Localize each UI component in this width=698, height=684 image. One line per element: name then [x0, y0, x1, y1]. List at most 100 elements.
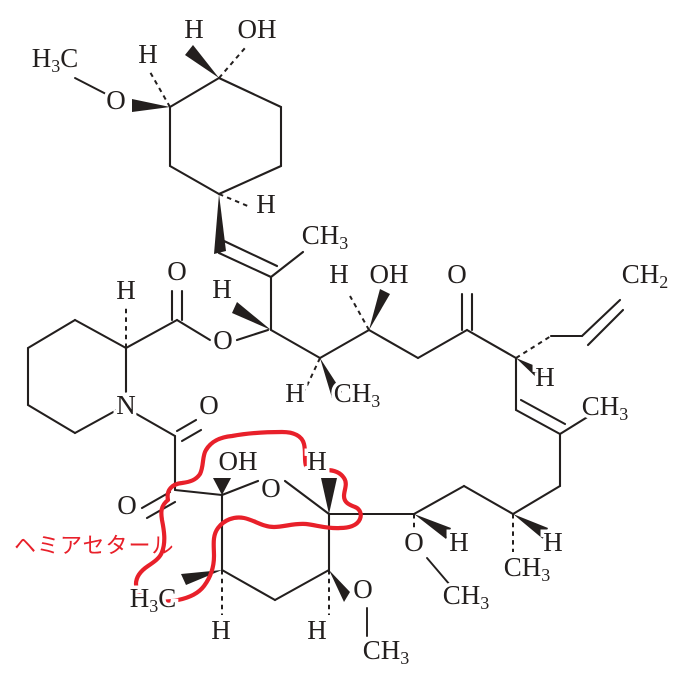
- alkene-c19-c20: [514, 356, 591, 488]
- hydrogen-cyclohexane-c29-halo: H: [256, 189, 276, 219]
- methyl-c27-vinyl-halo: CH3: [302, 220, 349, 253]
- methyl-c19-halo: CH3: [582, 391, 629, 424]
- ketone-carbonyl-oxygen-c8: OO: [114, 487, 141, 524]
- methyl-c25-text: CH3: [334, 378, 381, 411]
- ketone-carbonyl-oxygen-c8-halo: O: [117, 490, 137, 520]
- hydrogen-piperidine-c2: HH: [113, 272, 140, 309]
- ketone-carbonyl-oxygen-c8-text: O: [117, 490, 137, 520]
- methoxy-top-left-group: [74, 77, 170, 112]
- cyclohexane-ring: [168, 76, 283, 196]
- methoxy-oxygen-top-left: OO: [103, 82, 130, 119]
- hydrogen-cyclohexane-c32-halo: H: [184, 14, 204, 44]
- hash-bond-h-c24: [349, 295, 370, 331]
- hydrogen-c21-text: H: [535, 362, 555, 392]
- methyl-c15-methoxy-halo: CH3: [443, 580, 490, 613]
- hydrogen-c14-halo: H: [307, 446, 327, 476]
- hydrogen-c24-text: H: [329, 259, 349, 289]
- hydrogen-c15-text: H: [449, 527, 469, 557]
- methoxy-oxygen-c15-halo: O: [404, 527, 424, 557]
- amide-carbonyl-oxygen-text: O: [199, 390, 219, 420]
- methoxy-oxygen-c13-halo: O: [353, 574, 373, 604]
- piperidine-nitrogen-text: N: [116, 390, 136, 420]
- hemiacetal-hydroxyl-halo: OH: [219, 446, 258, 476]
- hydrogen-c15: HH: [446, 524, 473, 561]
- hydrogen-c14: HH: [304, 443, 331, 480]
- hydrogen-c13: HH: [304, 612, 331, 649]
- macrolactone-backbone-upper: [269, 328, 469, 360]
- hydrogen-c13-halo: H: [307, 615, 327, 645]
- ketone-carbonyl-oxygen-c22: OO: [444, 256, 471, 293]
- wedge-bond-h-c32: [185, 45, 219, 78]
- wedge-bond-oh-c24: [369, 289, 390, 330]
- hydrogen-cyclohexane-c32-text: H: [184, 14, 204, 44]
- hydrogen-piperidine-c2-text: H: [116, 275, 136, 305]
- hemiacetal-annotation-label: ヘミアセタール: [14, 534, 175, 559]
- amide-carbonyl-oxygen: OO: [196, 387, 223, 424]
- hydrogen-c25-text: H: [285, 378, 305, 408]
- methyl-c25-halo: CH3: [334, 378, 381, 411]
- methoxy-oxygen-c15: OO: [401, 524, 428, 561]
- wedge-bond-methyl-c25: [320, 358, 342, 398]
- hydrogen-piperidine-c2-halo: H: [116, 275, 136, 305]
- pyran-ring-oxygen: OO: [258, 470, 285, 507]
- wedge-bond-methyl-c11: [181, 570, 222, 585]
- methyl-c19-text: CH3: [582, 391, 629, 424]
- hash-bond-oh-c32: [218, 47, 246, 79]
- hydrogen-cyclohexane-c31-text: H: [138, 39, 158, 69]
- methyl-c17-text: CH3: [504, 552, 551, 585]
- methoxy-oxygen-c13: OO: [350, 571, 377, 608]
- wedge-bond-h-c26: [232, 302, 271, 330]
- hash-bond-h-c31: [149, 71, 171, 108]
- methoxy-oxygen-top-left-text: O: [106, 85, 126, 115]
- hydrogen-c21: HH: [532, 359, 559, 396]
- ester-carbonyl-oxygen: OO: [164, 253, 191, 290]
- hydrogen-cyclohexane-c31-halo: H: [138, 39, 158, 69]
- hydrogen-c14-text: H: [307, 446, 327, 476]
- piperidine-nitrogen: NN: [113, 387, 140, 424]
- hemiacetal-hydroxyl-text: OH: [219, 446, 258, 476]
- methyl-label-top-left-halo: H3C: [32, 43, 79, 76]
- wedge-bond-h-c14: [321, 478, 337, 514]
- hydrogen-c17-halo: H: [543, 527, 563, 557]
- hydrogen-c11: HH: [208, 612, 235, 649]
- hydrogen-c11-text: H: [211, 615, 231, 645]
- ketone-c22: [460, 292, 518, 360]
- hydrogen-cyclohexane-c31: HH: [135, 36, 162, 73]
- methyl-c17-halo: CH3: [504, 552, 551, 585]
- methyl-c11-halo: H3C: [130, 583, 177, 616]
- hydrogen-c17: HH: [540, 524, 567, 561]
- methoxy-c15-link: [426, 557, 451, 586]
- ester-group: [124, 289, 270, 350]
- hydrogen-c17-text: H: [543, 527, 563, 557]
- hydroxyl-c24-text: OH: [370, 259, 409, 289]
- hydrogen-cyclohexane-c29: HH: [253, 186, 280, 223]
- methyl-c13-methoxy-text: CH3: [363, 635, 410, 668]
- hydrogen-c26-text: H: [212, 274, 232, 304]
- hydrogen-c21-halo: H: [535, 362, 555, 392]
- piperidine-nitrogen-halo: N: [116, 390, 136, 420]
- wedge-bond-methoxy: [132, 99, 170, 112]
- hydroxyl-cyclohexane-c32-halo: OH: [238, 14, 277, 44]
- hydrogen-c26-halo: H: [212, 274, 232, 304]
- methyl-c11-text: H3C: [130, 583, 177, 616]
- hydroxyl-cyclohexane-c32-text: OH: [238, 14, 277, 44]
- piperidine-ring: [26, 318, 128, 435]
- hash-bond-h-c25: [304, 357, 321, 391]
- methyl-c13-methoxy-halo: CH3: [363, 635, 410, 668]
- hydrogen-c13-text: H: [307, 615, 327, 645]
- methyl-label-top-left-text: H3C: [32, 43, 79, 76]
- wedge-bond-h-c15: [414, 514, 451, 539]
